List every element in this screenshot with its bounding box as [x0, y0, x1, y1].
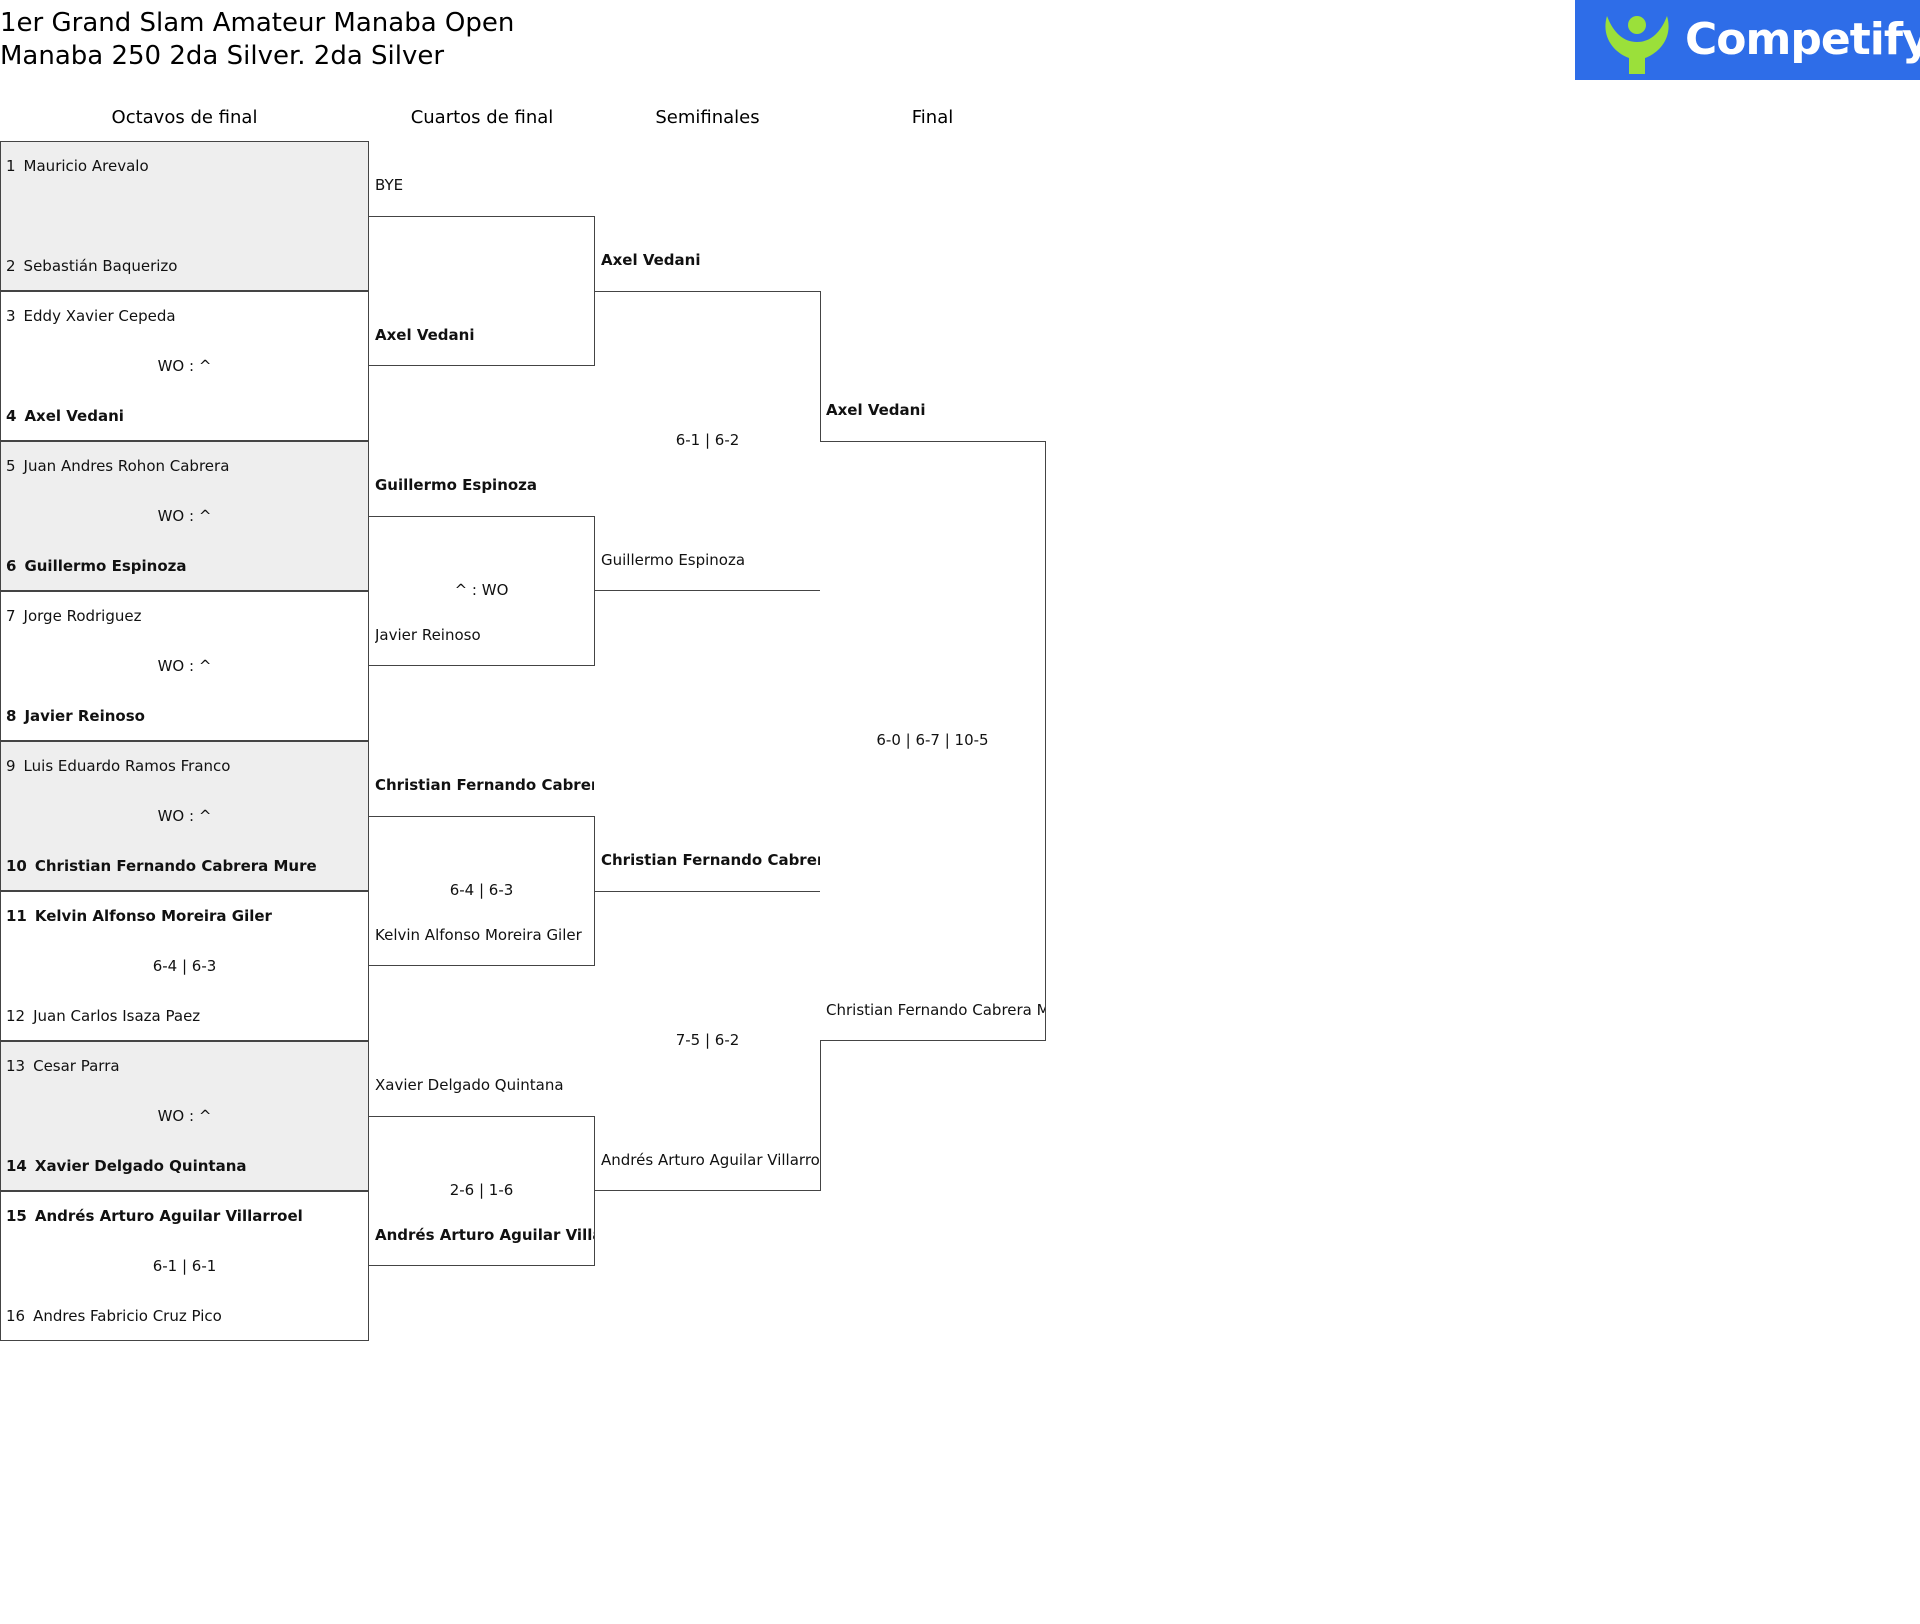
seed-number: 4 — [6, 407, 17, 425]
match-score: ^ : WO — [454, 581, 509, 599]
player-top[interactable]: BYE — [375, 176, 404, 194]
round-header-cuartos: Cuartos de final — [410, 107, 554, 128]
player-name: Kelvin Alfonso Moreira Giler — [34, 907, 272, 925]
round-header-final: Final — [911, 107, 954, 128]
seed-number: 11 — [6, 907, 27, 925]
seed-number: 12 — [6, 1007, 26, 1025]
match-score: 6-4 | 6-3 — [449, 881, 514, 899]
player-name: Jorge Rodriguez — [23, 607, 142, 625]
player-name: Javier Reinoso — [24, 707, 145, 725]
seed-number: 9 — [6, 757, 16, 775]
seed-number: 1 — [6, 157, 16, 175]
player-name: Eddy Xavier Cepeda — [23, 307, 176, 325]
seed-number: 5 — [6, 457, 16, 475]
seed-number: 7 — [6, 607, 16, 625]
match-cuartos[interactable] — [369, 516, 595, 666]
player-top[interactable]: Guillermo Espinoza — [375, 476, 538, 494]
player-top[interactable]: 7 Jorge Rodriguez — [6, 607, 141, 625]
match-semis[interactable] — [595, 291, 821, 591]
match-octavos[interactable]: 13 Cesar Parra WO : ^ 14 Xavier Delgado Quin… — [0, 1041, 369, 1191]
player-name: Cesar Parra — [33, 1057, 120, 1075]
seed-number: 15 — [6, 1207, 27, 1225]
match-score: WO : ^ — [157, 1107, 212, 1125]
match-octavos[interactable]: 5 Juan Andres Rohon Cabrera WO : ^ 6 Guiller… — [0, 441, 369, 591]
player-name: Axel Vedani — [24, 407, 124, 425]
match-cuartos[interactable] — [369, 816, 595, 966]
player-top[interactable]: 11 Kelvin Alfonso Moreira Giler — [6, 907, 272, 925]
match-octavos[interactable]: 3 Eddy Xavier Cepeda WO : ^ 4 Axel Vedani — [0, 291, 369, 441]
player-bottom[interactable]: 16 Andres Fabricio Cruz Pico — [6, 1307, 222, 1325]
round-header-semis: Semifinales — [655, 107, 760, 128]
player-name: Juan Carlos Isaza Paez — [33, 1007, 201, 1025]
seed-number: 3 — [6, 307, 16, 325]
player-bottom[interactable]: Axel Vedani — [375, 326, 475, 344]
player-top[interactable]: 5 Juan Andres Rohon Cabrera — [6, 457, 229, 475]
player-bottom[interactable]: 8 Javier Reinoso — [6, 707, 145, 725]
match-cuartos[interactable] — [369, 216, 595, 366]
match-octavos[interactable]: 7 Jorge Rodriguez WO : ^ 8 Javier Reinoso — [0, 591, 369, 741]
match-score: WO : ^ — [157, 807, 212, 825]
match-score: WO : ^ — [157, 357, 212, 375]
player-top[interactable]: Axel Vedani — [601, 251, 701, 269]
player-top[interactable]: Christian Fernando Cabrera Mure — [375, 776, 594, 794]
draw-subtitle: Manaba 250 2da Silver. 2da Silver — [0, 41, 445, 71]
player-top[interactable]: Xavier Delgado Quintana — [375, 1076, 564, 1094]
match-octavos[interactable]: 11 Kelvin Alfonso Moreira Giler 6-4 | 6-3 1… — [0, 891, 369, 1041]
match-score: 2-6 | 1-6 — [449, 1181, 514, 1199]
match-score: WO : ^ — [157, 657, 212, 675]
player-top[interactable]: Christian Fernando Cabrera Mure — [601, 851, 820, 869]
person-figure-icon — [1605, 16, 1669, 74]
player-name: Christian Fernando Cabrera Mure — [34, 857, 317, 875]
player-top[interactable]: 3 Eddy Xavier Cepeda — [6, 307, 176, 325]
player-name: Sebastián Baquerizo — [23, 257, 178, 275]
match-score: 7-5 | 6-2 — [675, 1031, 740, 1049]
logo-wordmark: Competify — [1685, 14, 1920, 65]
match-octavos[interactable]: 1 Mauricio Arevalo 2 Sebastián Baquerizo — [0, 141, 369, 291]
player-bottom[interactable]: Andrés Arturo Aguilar Villarroel — [375, 1226, 594, 1244]
player-top[interactable]: 13 Cesar Parra — [6, 1057, 120, 1075]
player-name: Juan Andres Rohon Cabrera — [23, 457, 230, 475]
player-bottom[interactable]: Andrés Arturo Aguilar Villarroel — [601, 1151, 820, 1169]
player-bottom[interactable]: Guillermo Espinoza — [601, 551, 746, 569]
player-bottom[interactable]: 2 Sebastián Baquerizo — [6, 257, 177, 275]
match-cuartos[interactable] — [369, 1116, 595, 1266]
player-name: Luis Eduardo Ramos Franco — [23, 757, 231, 775]
player-name: Xavier Delgado Quintana — [34, 1157, 247, 1175]
match-octavos[interactable]: 15 Andrés Arturo Aguilar Villarroel 6-1 | … — [0, 1191, 369, 1341]
player-bottom[interactable]: Kelvin Alfonso Moreira Giler — [375, 926, 582, 944]
match-octavos[interactable]: 9 Luis Eduardo Ramos Franco WO : ^ 10 Christ… — [0, 741, 369, 891]
player-name: Andres Fabricio Cruz Pico — [33, 1307, 222, 1325]
player-top[interactable]: Axel Vedani — [826, 401, 926, 419]
player-top[interactable]: 1 Mauricio Arevalo — [6, 157, 149, 175]
player-bottom[interactable]: 10 Christian Fernando Cabrera Mure — [6, 857, 317, 875]
player-bottom[interactable]: 4 Axel Vedani — [6, 407, 124, 425]
seed-number: 6 — [6, 557, 17, 575]
player-bottom[interactable]: 6 Guillermo Espinoza — [6, 557, 186, 575]
tournament-title: 1er Grand Slam Amateur Manaba Open — [0, 8, 515, 38]
player-name: Guillermo Espinoza — [24, 557, 187, 575]
player-bottom[interactable]: 12 Juan Carlos Isaza Paez — [6, 1007, 200, 1025]
player-name: Mauricio Arevalo — [23, 157, 149, 175]
player-top[interactable]: 15 Andrés Arturo Aguilar Villarroel — [6, 1207, 303, 1225]
seed-number: 10 — [6, 857, 27, 875]
seed-number: 16 — [6, 1307, 26, 1325]
player-name: Andrés Arturo Aguilar Villarroel — [34, 1207, 303, 1225]
match-score: 6-0 | 6-7 | 10-5 — [876, 731, 989, 749]
player-bottom[interactable]: 14 Xavier Delgado Quintana — [6, 1157, 247, 1175]
seed-number: 13 — [6, 1057, 26, 1075]
match-final[interactable] — [820, 441, 1046, 1041]
seed-number: 14 — [6, 1157, 27, 1175]
match-semis[interactable] — [595, 891, 821, 1191]
competify-logo[interactable]: Competify — [1575, 0, 1920, 80]
match-score: 6-1 | 6-1 — [152, 1257, 217, 1275]
player-bottom[interactable]: Javier Reinoso — [375, 626, 481, 644]
match-score: 6-1 | 6-2 — [675, 431, 740, 449]
player-top[interactable]: 9 Luis Eduardo Ramos Franco — [6, 757, 230, 775]
match-score: 6-4 | 6-3 — [152, 957, 217, 975]
match-score: WO : ^ — [157, 507, 212, 525]
seed-number: 8 — [6, 707, 17, 725]
seed-number: 2 — [6, 257, 16, 275]
round-header-octavos: Octavos de final — [111, 107, 258, 128]
player-bottom[interactable]: Christian Fernando Cabrera Mure — [826, 1001, 1045, 1019]
